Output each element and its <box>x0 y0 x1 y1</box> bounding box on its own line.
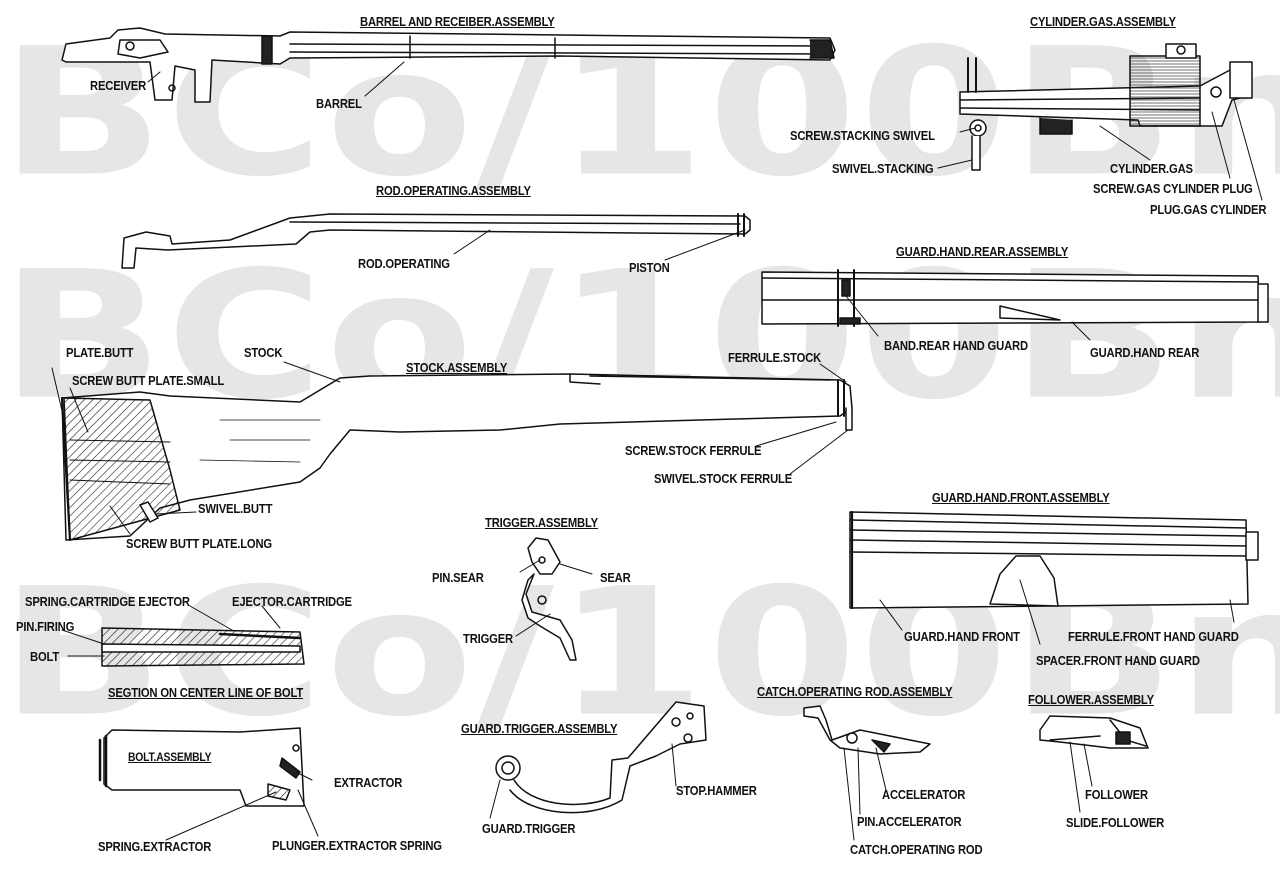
label-cylinder-gas: CYLINDER.GAS <box>1110 162 1193 176</box>
label-swivel-butt: SWIVEL.BUTT <box>198 502 273 516</box>
label-bolt: BOLT <box>30 650 60 664</box>
bolt-assembly-drawing <box>98 727 305 807</box>
follower-assembly-title: FOLLOWER.ASSEMBLY <box>1028 693 1154 707</box>
label-trigger: TRIGGER <box>463 632 513 646</box>
catch-operating-rod-assembly-title: CATCH.OPERATING ROD.ASSEMBLY <box>757 685 953 699</box>
label-plug-gas-cylinder: PLUG.GAS CYLINDER <box>1150 203 1267 217</box>
leader-lines <box>51 61 1263 841</box>
guard-trigger-drawing <box>495 701 707 814</box>
guard-hand-front-assembly-title: GUARD.HAND.FRONT.ASSEMBLY <box>932 491 1110 505</box>
label-rod-operating: ROD.OPERATING <box>358 257 450 271</box>
label-follower: FOLLOWER <box>1085 788 1148 802</box>
label-barrel: BARREL <box>316 97 362 111</box>
bolt-section-drawing <box>101 627 305 667</box>
label-spring-cartridge-ejector: SPRING.CARTRIDGE EJECTOR <box>25 595 190 609</box>
stock-assembly-title: STOCK.ASSEMBLY <box>406 361 508 375</box>
label-extractor: EXTRACTOR <box>334 776 403 790</box>
follower-drawing <box>1039 715 1149 749</box>
label-screw-butt-plate-long: SCREW BUTT PLATE.LONG <box>126 537 273 551</box>
barrel-receiver-drawing <box>61 27 836 103</box>
label-receiver: RECEIVER <box>90 79 147 93</box>
label-swivel-stacking: SWIVEL.STACKING <box>832 162 934 176</box>
label-spring-extractor: SPRING.EXTRACTOR <box>98 840 212 854</box>
trigger-drawing <box>521 537 577 661</box>
barrel-receiver-assembly-title: BARREL AND RECEIBER.ASSEMBLY <box>360 15 555 29</box>
bolt-assembly-title: BOLT.ASSEMBLY <box>128 752 212 764</box>
section-bolt-title: SEGTION ON CENTER LINE OF BOLT <box>108 686 304 700</box>
label-stop-hammer: STOP.HAMMER <box>676 784 757 798</box>
label-band-rear-hand-guard: BAND.REAR HAND GUARD <box>884 339 1028 353</box>
label-screw-stacking-swivel: SCREW.STACKING SWIVEL <box>790 129 935 143</box>
label-ejector-cartridge: EJECTOR.CARTRIDGE <box>232 595 352 609</box>
catch-operating-rod-drawing <box>803 705 931 755</box>
guard-hand-rear-drawing <box>761 269 1269 327</box>
label-screw-butt-plate-small: SCREW BUTT PLATE.SMALL <box>72 374 225 388</box>
label-plunger-extractor-spring: PLUNGER.EXTRACTOR SPRING <box>272 839 442 853</box>
label-pin-sear: PIN.SEAR <box>432 571 484 585</box>
label-ferrule-front-hand-guard: FERRULE.FRONT HAND GUARD <box>1068 630 1239 644</box>
label-screw-gas-cylinder-plug: SCREW.GAS CYLINDER PLUG <box>1093 182 1253 196</box>
rod-operating-drawing <box>121 213 751 269</box>
cylinder-gas-drawing <box>959 43 1253 171</box>
label-guard-trigger: GUARD.TRIGGER <box>482 822 576 836</box>
label-screw-stock-ferrule: SCREW.STOCK FERRULE <box>625 444 762 458</box>
cylinder-gas-assembly-title: CYLINDER.GAS.ASSEMBLY <box>1030 15 1176 29</box>
guard-hand-front-drawing <box>849 510 1259 610</box>
label-piston: PISTON <box>629 261 670 275</box>
stock-drawing <box>60 373 853 542</box>
label-ferrule-stock: FERRULE.STOCK <box>728 351 822 365</box>
label-spacer-front-hand-guard: SPACER.FRONT HAND GUARD <box>1036 654 1200 668</box>
label-catch-operating-rod: CATCH.OPERATING ROD <box>850 843 983 857</box>
label-sear: SEAR <box>600 571 631 585</box>
label-guard-hand-front: GUARD.HAND FRONT <box>904 630 1020 644</box>
rod-operating-assembly-title: ROD.OPERATING.ASSEMBLY <box>376 184 531 198</box>
guard-trigger-assembly-title: GUARD.TRIGGER.ASSEMBLY <box>461 722 618 736</box>
label-accelerator: ACCELERATOR <box>882 788 966 802</box>
label-slide-follower: SLIDE.FOLLOWER <box>1066 816 1165 830</box>
label-plate-butt: PLATE.BUTT <box>66 346 134 360</box>
guard-hand-rear-assembly-title: GUARD.HAND.REAR.ASSEMBLY <box>896 245 1069 259</box>
label-pin-accelerator: PIN.ACCELERATOR <box>857 815 962 829</box>
label-swivel-stock-ferrule: SWIVEL.STOCK FERRULE <box>654 472 793 486</box>
trigger-assembly-title: TRIGGER.ASSEMBLY <box>485 516 598 530</box>
label-pin-firing: PIN.FIRING <box>16 620 75 634</box>
label-guard-hand-rear: GUARD.HAND REAR <box>1090 346 1200 360</box>
label-stock: STOCK <box>244 346 283 360</box>
